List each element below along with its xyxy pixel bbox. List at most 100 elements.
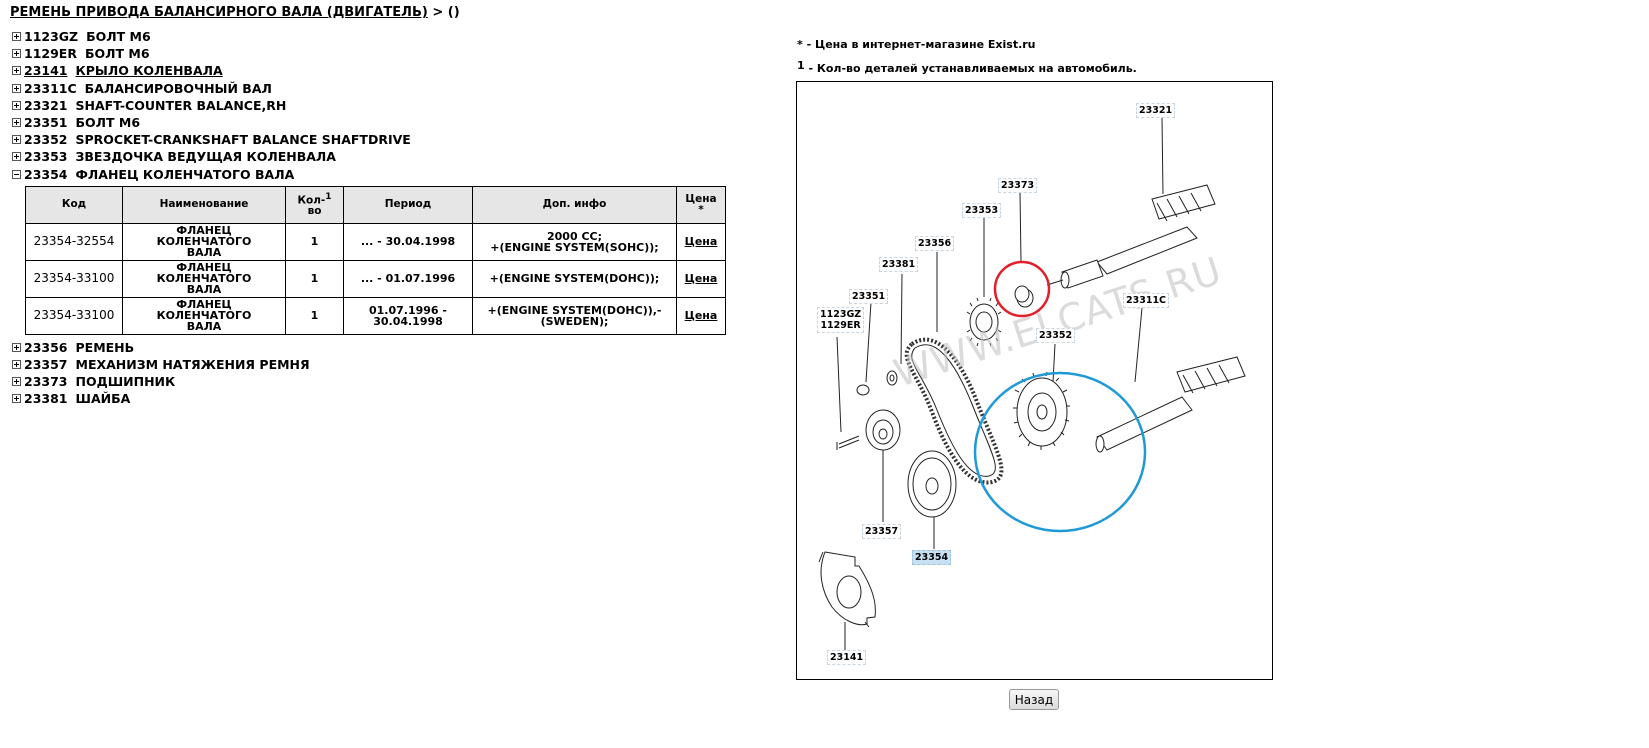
tree-node-23354[interactable]: 23354 ФЛАНЕЦ КОЛЕНЧАТОГО ВАЛА <box>12 166 772 183</box>
tree-node-23373[interactable]: 23373 ПОДШИПНИК <box>12 373 772 390</box>
diagram-drawing <box>818 117 1246 650</box>
expand-icon[interactable] <box>12 152 21 162</box>
tree-node-name[interactable]: БОЛТ M6 <box>75 114 141 130</box>
cell-code: 23354-32554 <box>25 222 123 261</box>
tree-node-23141[interactable]: 23141 КРЫЛО КОЛЕНВАЛА <box>12 62 772 79</box>
tree-node-name[interactable]: БОЛТ M6 <box>84 46 150 62</box>
tree-node-name[interactable]: ЗВЕЗДОЧКА ВЕДУЩАЯ КОЛЕНВАЛА <box>75 149 336 165</box>
cell-period: ... - 01.07.1996 <box>343 259 473 298</box>
parts-diagram: WWW.ELCATS.RU 23321 23373 23353 23356 23… <box>796 81 1273 680</box>
tree-node-code[interactable]: 23311C <box>24 80 77 96</box>
tree-node-23381[interactable]: 23381 ШАЙБА <box>12 390 772 407</box>
back-button[interactable]: Назад <box>1009 689 1059 710</box>
cell-price: Цена <box>676 222 726 261</box>
col-header-period: Период <box>343 185 473 224</box>
qty-footnote: 1 - Кол-во деталей устанавливаемых на ав… <box>797 59 1137 75</box>
cell-info: +(ENGINE SYSTEM(DOHC)); <box>472 259 677 298</box>
price-link[interactable]: Цена <box>684 235 718 249</box>
expand-icon[interactable] <box>12 32 21 42</box>
expand-icon[interactable] <box>12 135 21 145</box>
tree-group-before: 1123GZ БОЛТ M6 1129ER БОЛТ M6 23141 КРЫЛО КОЛ… <box>12 28 772 183</box>
price-link[interactable]: Цена <box>684 272 718 286</box>
tree-node-name[interactable]: РЕМЕНЬ <box>75 339 135 355</box>
tree-node-name[interactable]: БАЛАНСИРОВОЧНЫЙ ВАЛ <box>84 80 272 96</box>
tree-node-code[interactable]: 23357 <box>24 356 68 372</box>
tree-node-name[interactable]: SPROCKET-CRANKSHAFT BALANCE SHAFTDRIVE <box>75 132 411 148</box>
tree-node-code[interactable]: 23373 <box>24 374 68 390</box>
expand-icon[interactable] <box>12 342 21 352</box>
expand-icon[interactable] <box>12 66 21 76</box>
expand-icon[interactable] <box>12 100 21 110</box>
col-header-info: Доп. инфо <box>472 185 677 224</box>
tree-node-23351[interactable]: 23351 БОЛТ M6 <box>12 114 772 131</box>
callout-23141[interactable]: 23141 <box>827 650 867 665</box>
tree-node-code[interactable]: 23352 <box>24 132 68 148</box>
expand-icon[interactable] <box>12 394 21 404</box>
tree-node-name[interactable]: МЕХАНИЗМ НАТЯЖЕНИЯ РЕМНЯ <box>75 356 310 372</box>
tree-node-code[interactable]: 23321 <box>24 97 68 113</box>
expand-icon[interactable] <box>12 83 21 93</box>
tree-node-code[interactable]: 23354 <box>24 166 68 182</box>
callout-23356[interactable]: 23356 <box>915 236 955 251</box>
breadcrumb-suffix: > () <box>427 5 460 20</box>
col-header-code: Код <box>25 185 123 224</box>
tree-node-23352[interactable]: 23352 SPROCKET-CRANKSHAFT BALANCE SHAFTDR… <box>12 131 772 148</box>
tree-node-23357[interactable]: 23357 МЕХАНИЗМ НАТЯЖЕНИЯ РЕМНЯ <box>12 356 772 373</box>
expand-icon[interactable] <box>12 118 21 128</box>
tree-node-23321[interactable]: 23321 SHAFT-COUNTER BALANCE,RH <box>12 97 772 114</box>
cell-period: ... - 30.04.1998 <box>343 222 473 261</box>
tree-node-code[interactable]: 23356 <box>24 339 68 355</box>
callout-23311c[interactable]: 23311C <box>1123 293 1170 308</box>
expand-icon[interactable] <box>12 49 21 59</box>
callout-1129er[interactable]: 1129ER <box>820 320 861 331</box>
callout-23373[interactable]: 23373 <box>998 178 1038 193</box>
callout-1123gz[interactable]: 1123GZ <box>820 309 862 320</box>
tree-node-code[interactable]: 1129ER <box>24 46 77 62</box>
tree-node-name[interactable]: ШАЙБА <box>75 391 131 407</box>
tree-node-23311c[interactable]: 23311C БАЛАНСИРОВОЧНЫЙ ВАЛ <box>12 80 772 97</box>
tree-node-name[interactable]: ПОДШИПНИК <box>75 374 176 390</box>
callout-23351[interactable]: 23351 <box>849 289 889 304</box>
col-header-name: Наименование <box>122 185 286 224</box>
callout-23357[interactable]: 23357 <box>862 524 902 539</box>
expand-icon[interactable] <box>12 377 21 387</box>
cell-code: 23354-33100 <box>25 259 123 298</box>
callout-23352[interactable]: 23352 <box>1036 328 1076 343</box>
tree-node-code[interactable]: 1123GZ <box>24 29 79 44</box>
footnotes: * - Цена в интернет-магазине Exist.ru 1 … <box>797 38 1137 80</box>
tree-node-23353[interactable]: 23353 ЗВЕЗДОЧКА ВЕДУЩАЯ КОЛЕНВАЛА <box>12 148 772 165</box>
price-link[interactable]: Цена <box>684 309 718 323</box>
tree-node-23356[interactable]: 23356 РЕМЕНЬ <box>12 339 772 356</box>
tree-node-name[interactable]: SHAFT-COUNTER BALANCE,RH <box>75 97 287 113</box>
expand-icon[interactable] <box>12 359 21 369</box>
collapse-icon[interactable] <box>12 169 21 179</box>
callout-23321[interactable]: 23321 <box>1136 103 1176 118</box>
tree-node-name[interactable]: БОЛТ M6 <box>86 29 151 44</box>
tree-node-name[interactable]: КРЫЛО КОЛЕНВАЛА <box>75 63 223 79</box>
callout-23381[interactable]: 23381 <box>879 257 919 272</box>
tree-node-1123gz[interactable]: 1123GZ БОЛТ M6 <box>12 28 772 45</box>
tree-node-code[interactable]: 23141 <box>24 63 68 79</box>
tree-node-code[interactable]: 23353 <box>24 149 68 165</box>
cell-qty: 1 <box>285 296 344 335</box>
tree-node-1129er[interactable]: 1129ER БОЛТ M6 <box>12 45 772 62</box>
callout-23354[interactable]: 23354 <box>912 550 952 565</box>
tree-node-code[interactable]: 23351 <box>24 114 68 130</box>
tree-node-name[interactable]: ФЛАНЕЦ КОЛЕНЧАТОГО ВАЛА <box>75 166 295 182</box>
cell-qty: 1 <box>285 222 344 261</box>
callout-23353[interactable]: 23353 <box>962 203 1002 218</box>
tree-node-code[interactable]: 23381 <box>24 391 68 407</box>
cell-info: +(ENGINE SYSTEM(DOHC)),-(SWEDEN); <box>472 296 677 335</box>
price-footnote: * - Цена в интернет-магазине Exist.ru <box>797 38 1036 51</box>
cell-period: 01.07.1996 -30.04.1998 <box>343 296 473 335</box>
cell-code: 23354-33100 <box>25 296 123 335</box>
breadcrumb-link[interactable]: РЕМЕНЬ ПРИВОДА БАЛАНСИРНОГО ВАЛА (ДВИГАТ… <box>10 5 428 20</box>
